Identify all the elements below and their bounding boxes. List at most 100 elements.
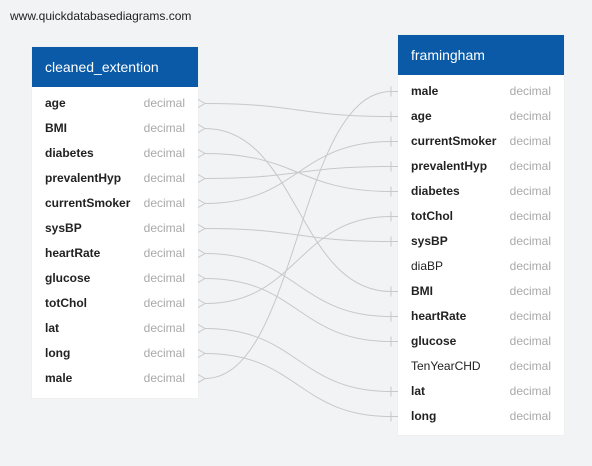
- field-name: prevalentHyp: [45, 171, 122, 185]
- relationship-line-lat[interactable]: [204, 328, 398, 392]
- field-name: sysBP: [45, 221, 82, 235]
- field-type: decimal: [509, 334, 551, 348]
- field-row-diabetes[interactable]: diabetes decimal: [398, 179, 564, 204]
- field-row-totchol[interactable]: totChol decimal: [398, 204, 564, 229]
- field-type: decimal: [143, 246, 185, 260]
- field-name: diabetes: [411, 184, 460, 198]
- field-row-diabp[interactable]: diaBP decimal: [398, 254, 564, 279]
- field-name: long: [411, 409, 437, 423]
- field-type: decimal: [143, 171, 185, 185]
- relationship-line-sysbp[interactable]: [204, 228, 398, 242]
- field-name: currentSmoker: [411, 134, 497, 148]
- field-name: diaBP: [411, 259, 444, 273]
- field-type: decimal: [509, 109, 551, 123]
- field-type: decimal: [509, 234, 551, 248]
- relationship-line-heartrate[interactable]: [204, 253, 398, 317]
- field-row-diabetes[interactable]: diabetes decimal: [32, 141, 198, 166]
- field-name: currentSmoker: [45, 196, 131, 210]
- field-row-age[interactable]: age decimal: [398, 104, 564, 129]
- field-type: decimal: [143, 346, 185, 360]
- field-row-sysbp[interactable]: sysBP decimal: [32, 216, 198, 241]
- many-marker: [197, 224, 207, 233]
- field-name: totChol: [45, 296, 87, 310]
- field-name: lat: [411, 384, 426, 398]
- many-marker: [197, 324, 207, 333]
- field-type: decimal: [509, 309, 551, 323]
- field-name: totChol: [411, 209, 453, 223]
- field-row-glucose[interactable]: glucose decimal: [398, 329, 564, 354]
- field-list: male decimal age decimal currentSmoker decima…: [398, 75, 564, 429]
- many-marker: [197, 349, 207, 358]
- relationship-line-male[interactable]: [204, 91, 398, 379]
- relationship-line-long[interactable]: [204, 353, 398, 417]
- field-row-currentsmoker[interactable]: currentSmoker decimal: [32, 191, 198, 216]
- many-marker: [197, 149, 207, 158]
- field-type: decimal: [143, 321, 185, 335]
- table-title[interactable]: framingham: [398, 35, 564, 75]
- watermark: www.quickdatabasediagrams.com: [10, 9, 192, 23]
- field-type: decimal: [143, 271, 185, 285]
- many-marker: [197, 374, 207, 383]
- relationship-line-age[interactable]: [204, 103, 398, 117]
- field-type: decimal: [509, 259, 551, 273]
- relationship-line-bmi[interactable]: [204, 128, 398, 292]
- many-marker: [197, 174, 207, 183]
- field-type: decimal: [509, 209, 551, 223]
- field-type: decimal: [509, 134, 551, 148]
- field-row-age[interactable]: age decimal: [32, 91, 198, 116]
- field-row-heartrate[interactable]: heartRate decimal: [398, 304, 564, 329]
- field-row-male[interactable]: male decimal: [398, 79, 564, 104]
- field-row-currentsmoker[interactable]: currentSmoker decimal: [398, 129, 564, 154]
- field-row-sysbp[interactable]: sysBP decimal: [398, 229, 564, 254]
- field-row-heartrate[interactable]: heartRate decimal: [32, 241, 198, 266]
- table-title[interactable]: cleaned_extention: [32, 47, 198, 87]
- field-row-prevalenthyp[interactable]: prevalentHyp decimal: [32, 166, 198, 191]
- field-type: decimal: [143, 221, 185, 235]
- field-name: male: [411, 84, 439, 98]
- field-name: male: [45, 371, 73, 385]
- field-type: decimal: [509, 409, 551, 423]
- field-name: diabetes: [45, 146, 94, 160]
- field-name: sysBP: [411, 234, 448, 248]
- field-row-long[interactable]: long decimal: [32, 341, 198, 366]
- field-name: BMI: [411, 284, 433, 298]
- field-row-tenyearchd[interactable]: TenYearCHD decimal: [398, 354, 564, 379]
- field-type: decimal: [509, 359, 551, 373]
- field-row-glucose[interactable]: glucose decimal: [32, 266, 198, 291]
- many-marker: [197, 249, 207, 258]
- field-name: glucose: [45, 271, 91, 285]
- field-type: decimal: [509, 84, 551, 98]
- field-type: decimal: [143, 371, 185, 385]
- field-type: decimal: [143, 296, 185, 310]
- field-type: decimal: [143, 196, 185, 210]
- field-name: glucose: [411, 334, 457, 348]
- relationship-line-diabetes[interactable]: [204, 153, 398, 192]
- relationship-line-currentsmoker[interactable]: [204, 141, 398, 204]
- field-type: decimal: [143, 96, 185, 110]
- relationship-line-totchol[interactable]: [204, 216, 398, 304]
- field-row-totchol[interactable]: totChol decimal: [32, 291, 198, 316]
- field-row-lat[interactable]: lat decimal: [32, 316, 198, 341]
- field-row-male[interactable]: male decimal: [32, 366, 198, 391]
- field-name: TenYearCHD: [411, 359, 481, 373]
- field-name: lat: [45, 321, 60, 335]
- relationship-line-prevalenthyp[interactable]: [204, 166, 398, 179]
- field-type: decimal: [143, 121, 185, 135]
- field-name: age: [45, 96, 66, 110]
- field-name: heartRate: [411, 309, 467, 323]
- field-row-long[interactable]: long decimal: [398, 404, 564, 429]
- field-name: age: [411, 109, 432, 123]
- field-type: decimal: [509, 184, 551, 198]
- field-name: long: [45, 346, 71, 360]
- field-type: decimal: [143, 146, 185, 160]
- field-name: heartRate: [45, 246, 101, 260]
- relationship-line-glucose[interactable]: [204, 278, 398, 342]
- many-marker: [197, 274, 207, 283]
